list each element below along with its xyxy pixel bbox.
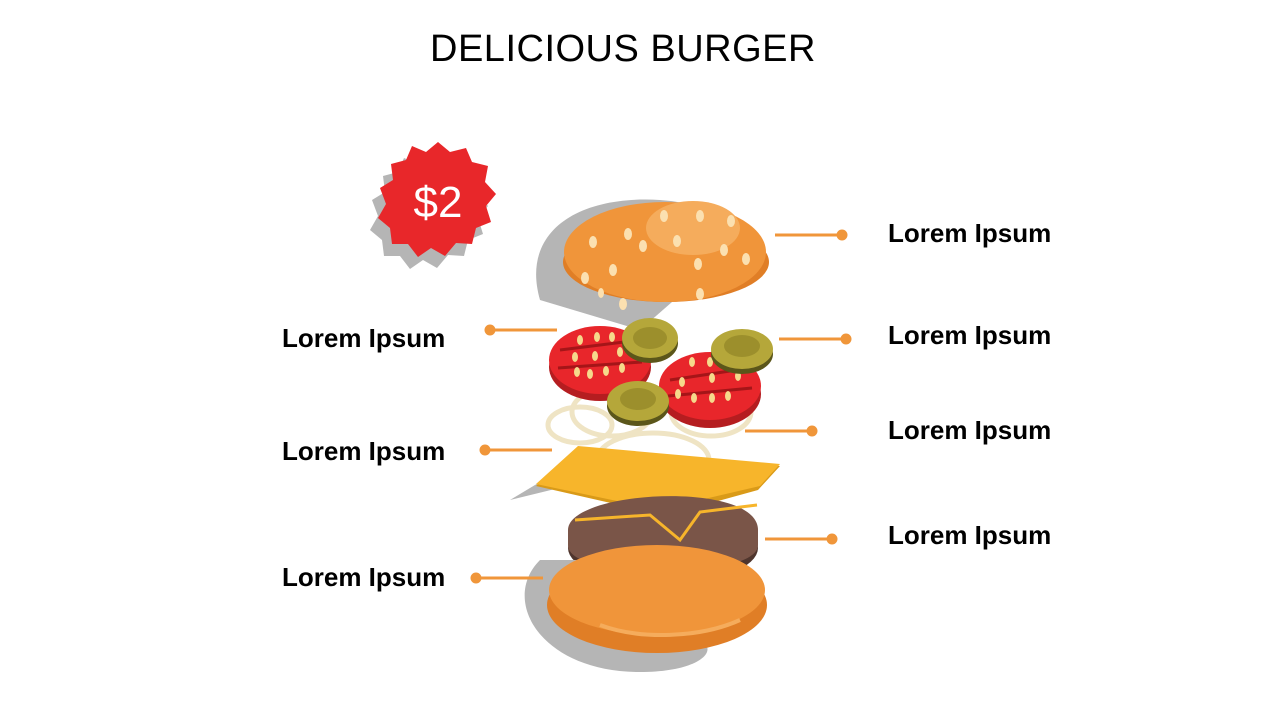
label-patty: Lorem Ipsum — [888, 520, 1052, 550]
label-tomatoes: Lorem Ipsum — [282, 323, 446, 353]
label-cheese: Lorem Ipsum — [282, 436, 446, 466]
cheese-slice — [510, 446, 780, 526]
label-onions: Lorem Ipsum — [888, 415, 1052, 445]
page-title: DELICIOUS BURGER — [430, 28, 816, 70]
pickle-slices — [607, 318, 773, 426]
bottom-bun — [524, 545, 767, 672]
label-pickles: Lorem Ipsum — [888, 320, 1052, 350]
price-badge-star — [378, 142, 496, 257]
label-top-bun: Lorem Ipsum — [888, 218, 1052, 248]
top-bun — [536, 199, 769, 330]
label-bottom-bun: Lorem Ipsum — [282, 562, 446, 592]
price-badge: $2 — [370, 142, 496, 269]
price-text: $2 — [414, 178, 463, 227]
connector-lines — [470, 229, 852, 584]
sesame-seeds — [581, 210, 750, 310]
